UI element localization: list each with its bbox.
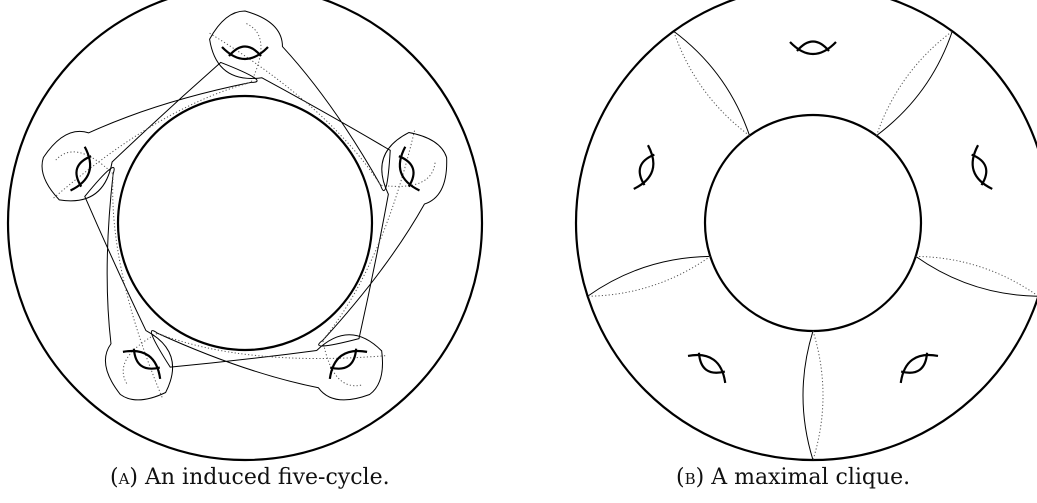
handle-a-4 [122, 348, 162, 380]
handle-a-2 [398, 146, 420, 192]
handle-b-2 [971, 144, 993, 190]
handle-a-1 [221, 45, 269, 61]
clique-curve-3 [802, 330, 814, 461]
five-cycle-curves [41, 10, 448, 401]
caption-a-tag: (a) [110, 465, 138, 490]
caption-b-text: A maximal clique. [711, 465, 911, 490]
handle-b-4 [687, 352, 727, 384]
handle-b-2-lower [971, 144, 993, 190]
handle-b-1 [789, 40, 837, 56]
handle-a-2-upper [398, 155, 415, 188]
handle-b-3-lower [899, 353, 939, 384]
clique-curve-5-hidden [673, 31, 750, 137]
clique-curve-4 [587, 255, 711, 297]
clique-curve-1-hidden [876, 30, 953, 136]
inner-boundary-a [116, 94, 374, 352]
panel-a [6, 0, 484, 462]
handle-b-4-lower [687, 353, 727, 384]
cycle-curve-4-hidden [54, 151, 163, 398]
cycle-curve-5 [41, 61, 258, 202]
clique-curve-1 [876, 31, 953, 137]
clique-curve-2-hidden [915, 255, 1037, 296]
cycle-curve-2 [318, 132, 448, 347]
clique-curve-3-hidden [812, 330, 824, 461]
handle-a-3-lower [328, 349, 368, 380]
handle-a-3 [328, 348, 368, 380]
handles-b [633, 40, 993, 384]
cycle-curve-1 [209, 10, 391, 192]
handle-a-4-upper [132, 348, 161, 370]
handle-b-5-lower [633, 144, 655, 190]
handle-a-1-upper [228, 45, 262, 57]
panel-b [574, 0, 1037, 462]
handle-b-1-lower [789, 41, 837, 56]
handle-b-3 [899, 352, 939, 384]
cycle-curve-1-hidden [209, 32, 436, 187]
handles-a [70, 45, 420, 380]
caption-a: (a) An induced five-cycle. [110, 465, 390, 490]
clique-curve-5 [673, 30, 750, 136]
outer-boundary-a [6, 0, 484, 462]
handle-a-2-lower [398, 146, 420, 192]
caption-a-text: An induced five-cycle. [145, 465, 390, 490]
caption-b-tag: (b) [676, 465, 705, 490]
clique-curve-4-hidden [587, 255, 711, 297]
caption-b: (b) A maximal clique. [676, 465, 910, 490]
handle-a-5 [70, 146, 92, 192]
handle-b-1-upper [796, 40, 830, 52]
cycle-curve-3 [150, 330, 383, 401]
handle-a-1-lower [221, 46, 269, 61]
handle-a-4-lower [122, 349, 162, 380]
handle-a-5-upper [75, 155, 92, 188]
clique-curve-2 [915, 255, 1037, 297]
handle-b-5-upper [638, 153, 655, 186]
handle-b-5 [633, 144, 655, 190]
handle-b-4-upper [697, 352, 726, 374]
handle-a-5-lower [70, 146, 92, 192]
handle-b-3-upper [900, 352, 929, 374]
cycle-curve-3-hidden [122, 332, 386, 386]
handle-a-3-upper [329, 348, 358, 370]
handle-b-2-upper [971, 153, 988, 186]
cycle-curve-4 [84, 167, 174, 401]
inner-boundary-b [703, 113, 923, 333]
clique-curves [587, 30, 1037, 461]
outer-boundary-b [574, 0, 1037, 462]
